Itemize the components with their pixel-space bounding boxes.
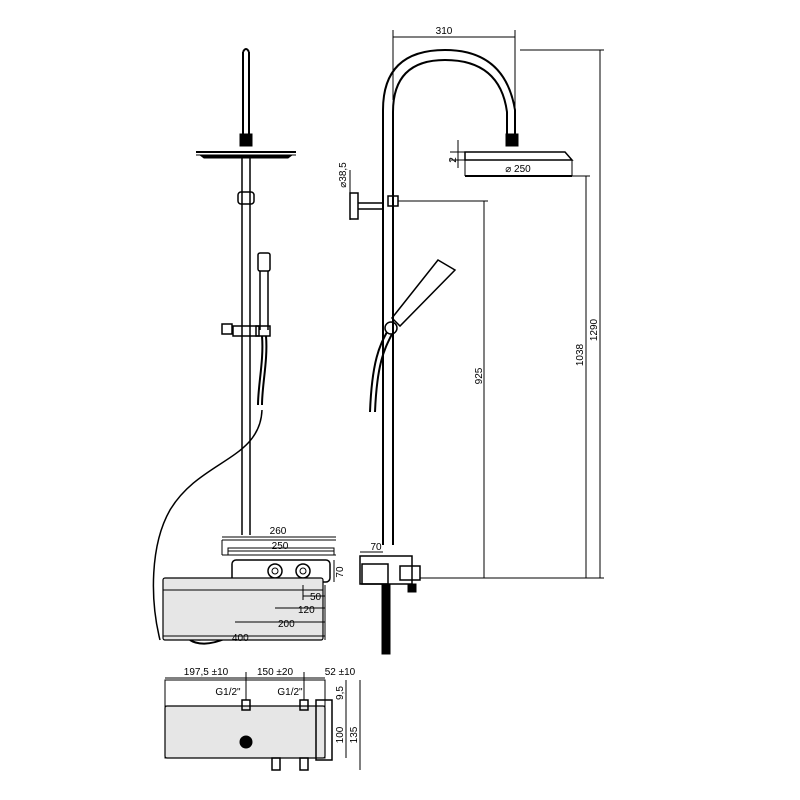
front-slider — [232, 325, 260, 337]
front-hose — [152, 409, 263, 641]
gooseneck-inner — [392, 58, 508, 545]
dim-pipe-diameter: ⌀38,5 — [338, 162, 349, 188]
dim-head-diameter: ⌀ 250 — [505, 164, 531, 175]
bottom-knob — [239, 735, 253, 749]
side-hand-shower — [369, 259, 457, 413]
dim-arm-reach: 310 — [436, 26, 453, 37]
dim-knob-spacing: 120 — [298, 605, 315, 616]
dim-body-height-a: 100 — [335, 726, 346, 743]
dim-head-to-valve: 1038 — [575, 343, 586, 366]
dim-inlet-depth: 9,5 — [335, 686, 346, 700]
dimension-labels: 310 2 ⌀38,5 ⌀ 250 925 1038 1290 70 260 2… — [184, 26, 600, 743]
dim-inlet-right: 52 ±10 — [325, 667, 356, 678]
dim-body-width: 200 — [278, 619, 295, 630]
side-rain-head — [464, 151, 574, 177]
hand-shower-icon — [255, 252, 271, 406]
rain-shower-head-icon — [196, 151, 296, 159]
front-view — [152, 48, 336, 645]
side-view — [349, 48, 574, 655]
dim-thread-right: G1/2" — [277, 687, 303, 698]
dimension-lines — [163, 30, 604, 770]
dim-knob-offset: 50 — [310, 592, 322, 603]
dim-inlet-center: 150 ±20 — [257, 667, 294, 678]
dim-overall-height: 1290 — [589, 318, 600, 341]
side-valve — [359, 555, 421, 655]
front-sleeve — [237, 191, 255, 205]
dim-rail-height: 925 — [474, 367, 485, 384]
side-wall-bracket — [349, 192, 399, 220]
dim-shelf-width: 260 — [270, 526, 287, 537]
dim-thread-left: G1/2" — [215, 687, 241, 698]
dim-hose-length: 400 — [232, 633, 249, 644]
dim-head-height: 2 — [448, 157, 459, 163]
dim-inlet-left: 197,5 ±10 — [184, 667, 229, 678]
dim-valve-depth: 70 — [370, 542, 382, 553]
thermostatic-valve-icon — [162, 539, 336, 641]
dim-valve-width: 250 — [272, 541, 289, 552]
front-head-connector — [239, 133, 253, 147]
dim-body-height-b: 135 — [349, 726, 360, 743]
gooseneck-outer — [382, 48, 516, 545]
dim-valve-height: 70 — [335, 566, 346, 578]
bottom-view — [164, 679, 333, 771]
